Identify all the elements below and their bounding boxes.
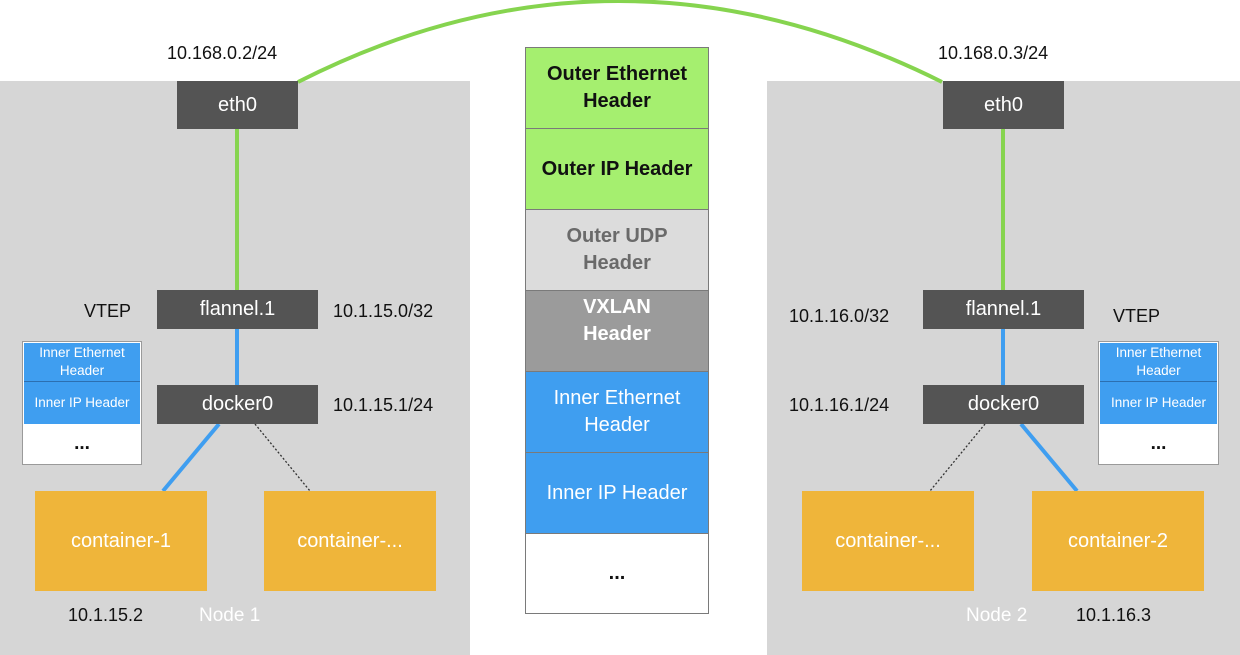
node-1-eth0-ip: 10.168.0.2/24 [167, 43, 278, 63]
node-1-inner-ethernet-header: Inner Ethernet Header [24, 343, 140, 382]
node-2-container-2-ip: 10.1.16.3 [1076, 605, 1152, 625]
node-2-more-headers: ... [1150, 433, 1167, 454]
node-1-docker0: docker0 [157, 385, 318, 424]
node-2-inner-header-stack: Inner Ethernet Header Inner IP Header ..… [1098, 341, 1219, 465]
inner-ip-header: Inner IP Header [526, 453, 708, 534]
node-2-container-2: container-2 [1032, 491, 1204, 591]
node-1-flannel: flannel.1 [157, 290, 318, 329]
node-1-docker0-ip: 10.1.15.1/24 [333, 395, 434, 415]
outer-udp-header: Outer UDP Header [526, 210, 708, 291]
node-2-flannel: flannel.1 [923, 290, 1084, 329]
node-2-flannel-ip: 10.1.16.0/32 [789, 306, 890, 326]
node-1-container-1: container-1 [35, 491, 207, 591]
node-2-inner-ip-header: Inner IP Header [1100, 382, 1217, 424]
node-2-inner-ethernet-header: Inner Ethernet Header [1100, 343, 1217, 382]
outer-ethernet-header: Outer Ethernet Header [526, 48, 708, 129]
vxlan-packet-stack: Outer Ethernet Header Outer IP Header Ou… [525, 47, 709, 614]
node-2-eth0-ip: 10.168.0.3/24 [938, 43, 1049, 63]
inner-ethernet-header: Inner Ethernet Header [526, 372, 708, 453]
node-1-vtep-label: VTEP [84, 301, 132, 321]
node-1-container-more: container-... [264, 491, 436, 591]
node-1-container-1-ip: 10.1.15.2 [68, 605, 144, 625]
node-2-label: Node 2 [966, 605, 1028, 626]
node-2-eth0: eth0 [943, 81, 1064, 129]
node-2-docker0-ip: 10.1.16.1/24 [789, 395, 890, 415]
payload-ellipsis: ... [526, 534, 708, 613]
node-2-container-more: container-... [802, 491, 974, 591]
node-1-inner-header-stack: Inner Ethernet Header Inner IP Header ..… [22, 341, 142, 465]
vxlan-header: VXLAN Header [526, 291, 708, 372]
node-2-docker0: docker0 [923, 385, 1084, 424]
node-1-flannel-ip: 10.1.15.0/32 [333, 301, 434, 321]
node-2-docker-container-more-link [929, 423, 986, 492]
node-1-inner-ip-header: Inner IP Header [24, 382, 140, 424]
node-1-label: Node 1 [199, 605, 261, 626]
node-1-docker-container-more-link [254, 423, 311, 492]
node-1-eth0: eth0 [177, 81, 298, 129]
node-1-more-headers: ... [74, 433, 90, 454]
outer-ip-header: Outer IP Header [526, 129, 708, 210]
node-2-vtep-label: VTEP [1113, 306, 1161, 326]
eth0-tunnel-link [297, 0, 943, 84]
node-2-docker-container-2-link [1019, 422, 1079, 493]
node-1-docker-container-1-link [161, 422, 221, 493]
